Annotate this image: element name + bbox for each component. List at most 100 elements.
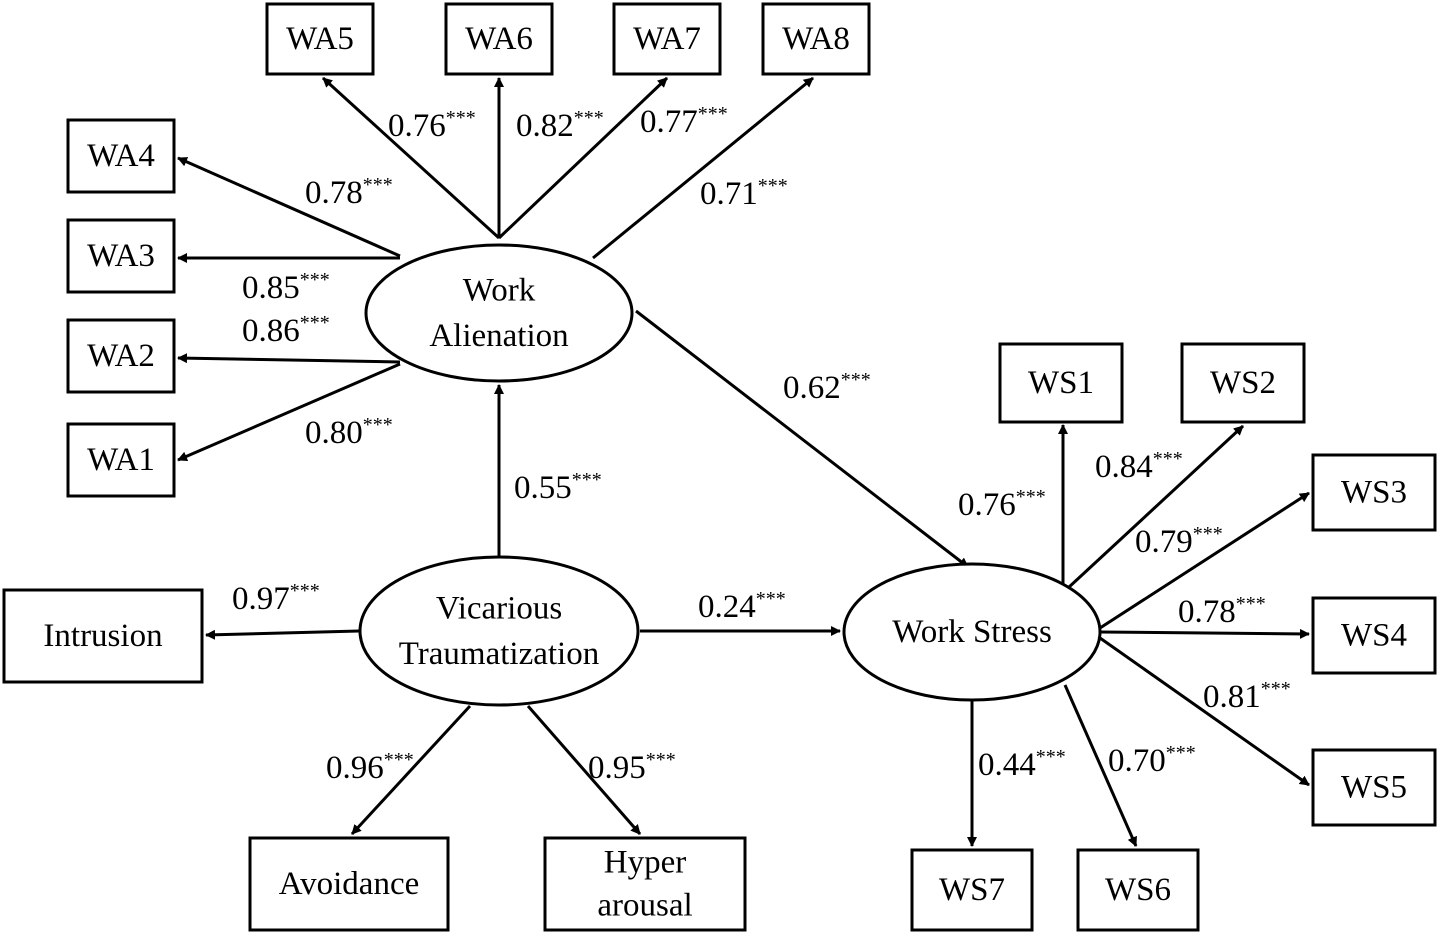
node-label: Alienation [429, 318, 568, 354]
observed-variable-box [66, 318, 176, 394]
coefficient-value: 0.85 [242, 270, 300, 306]
path-coefficient-wa-wa6: 0.82*** [516, 107, 604, 144]
node-label: WA2 [87, 338, 155, 374]
observed-variable-box [910, 848, 1034, 932]
path-arrow-ws-ws3 [1099, 491, 1310, 630]
observed-variable-box [444, 2, 554, 76]
significance-stars: *** [300, 269, 330, 291]
node-label: Traumatization [399, 636, 599, 672]
node-label: WA1 [87, 442, 155, 478]
significance-stars: *** [574, 107, 604, 129]
coefficient-value: 0.76 [388, 108, 446, 144]
node-label: WS4 [1341, 618, 1407, 654]
node-label: Vicarious [436, 590, 562, 626]
node-label: WS7 [939, 872, 1005, 908]
observed-variable-box [1311, 453, 1437, 532]
coefficient-value: 0.44 [978, 747, 1036, 783]
coefficient-value: 0.76 [958, 487, 1016, 523]
path-coefficient-ws-ws7: 0.44*** [978, 746, 1066, 783]
observed-variable-box [66, 218, 176, 294]
path-arrow-wa-wa2 [177, 353, 401, 364]
path-arrow-ws-ws2 [1066, 424, 1245, 590]
coefficient-value: 0.70 [1108, 743, 1166, 779]
coefficient-value: 0.78 [1178, 594, 1236, 630]
coefficient-value: 0.82 [516, 108, 574, 144]
observed-variable-box [66, 118, 176, 194]
node-work-stress: Work Stress [842, 562, 1102, 702]
observed-variable-box [998, 342, 1124, 424]
path-arrow-ws-ws6 [1063, 684, 1138, 847]
coefficient-value: 0.55 [514, 470, 572, 506]
significance-stars: *** [1193, 523, 1223, 545]
node-ws1: WS1 [998, 342, 1124, 424]
significance-stars: *** [384, 749, 414, 771]
node-label: WS6 [1105, 872, 1171, 908]
path-coefficient-wa-ws: 0.62*** [783, 369, 871, 406]
path-arrow-wa-wa5 [321, 76, 501, 240]
node-wa2: WA2 [66, 318, 176, 394]
path-arrow-vt-avoidance [350, 704, 472, 836]
coefficient-value: 0.95 [588, 750, 646, 786]
node-intrusion: Intrusion [2, 588, 204, 684]
node-label: Work Stress [892, 614, 1052, 650]
path-arrow-ws-ws4 [1099, 628, 1310, 639]
path-arrow-wa-wa1 [177, 362, 401, 462]
significance-stars: *** [300, 312, 330, 334]
observed-variable-box [265, 2, 375, 76]
path-arrow-vt-intrusion [205, 629, 360, 640]
coefficient-value: 0.86 [242, 313, 300, 349]
coefficient-value: 0.81 [1203, 679, 1261, 715]
path-coefficient-ws-ws3: 0.79*** [1135, 523, 1223, 560]
path-coefficient-ws-ws1: 0.76*** [958, 486, 1046, 523]
node-label: WS2 [1210, 365, 1276, 401]
node-wa4: WA4 [66, 118, 176, 194]
significance-stars: *** [1166, 742, 1196, 764]
coefficient-value: 0.62 [783, 370, 841, 406]
path-coefficient-vt-avoidance: 0.96*** [326, 749, 414, 786]
observed-variable-box [1311, 748, 1437, 827]
significance-stars: *** [290, 580, 320, 602]
significance-stars: *** [363, 174, 393, 196]
path-coefficient-ws-ws4: 0.78*** [1178, 593, 1266, 630]
significance-stars: *** [1036, 746, 1066, 768]
observed-variable-box [543, 836, 747, 932]
node-ws5: WS5 [1311, 748, 1437, 827]
significance-stars: *** [572, 469, 602, 491]
coefficient-value: 0.79 [1135, 524, 1193, 560]
path-coefficient-vt-wa: 0.55*** [514, 469, 602, 506]
node-label: Avoidance [279, 866, 420, 902]
path-arrow-wa-ws [635, 309, 969, 569]
node-label: WA4 [87, 138, 155, 174]
node-label: Intrusion [43, 618, 162, 654]
observed-variable-box [66, 422, 176, 498]
node-wa5: WA5 [265, 2, 375, 76]
path-coefficient-vt-hyper: 0.95*** [588, 749, 676, 786]
node-wa6: WA6 [444, 2, 554, 76]
significance-stars: *** [698, 103, 728, 125]
observed-variable-box [761, 2, 871, 76]
path-coefficient-wa-wa5: 0.76*** [388, 107, 476, 144]
path-coefficient-vt-ws: 0.24*** [698, 588, 786, 625]
node-label: WS3 [1341, 475, 1407, 511]
node-label: WS5 [1341, 770, 1407, 806]
node-label: Hyper [604, 845, 686, 881]
significance-stars: *** [841, 369, 871, 391]
node-ws7: WS7 [910, 848, 1034, 932]
path-arrow-vt-hyper [526, 705, 642, 835]
latent-variable-ellipse [364, 243, 634, 383]
significance-stars: *** [758, 175, 788, 197]
coefficient-value: 0.84 [1095, 449, 1153, 485]
significance-stars: *** [1236, 593, 1266, 615]
node-label: WA7 [633, 21, 701, 57]
significance-stars: *** [363, 414, 393, 436]
node-label: WA3 [87, 238, 155, 274]
path-arrow-wa-wa8 [592, 76, 814, 260]
path-coefficient-wa-wa7: 0.77*** [640, 103, 728, 140]
observed-variable-box [1076, 848, 1200, 932]
path-coefficients: 0.76***0.82***0.77***0.71***0.78***0.85*… [232, 103, 1291, 786]
node-label: WA8 [782, 21, 850, 57]
observed-variable-box [2, 588, 204, 684]
